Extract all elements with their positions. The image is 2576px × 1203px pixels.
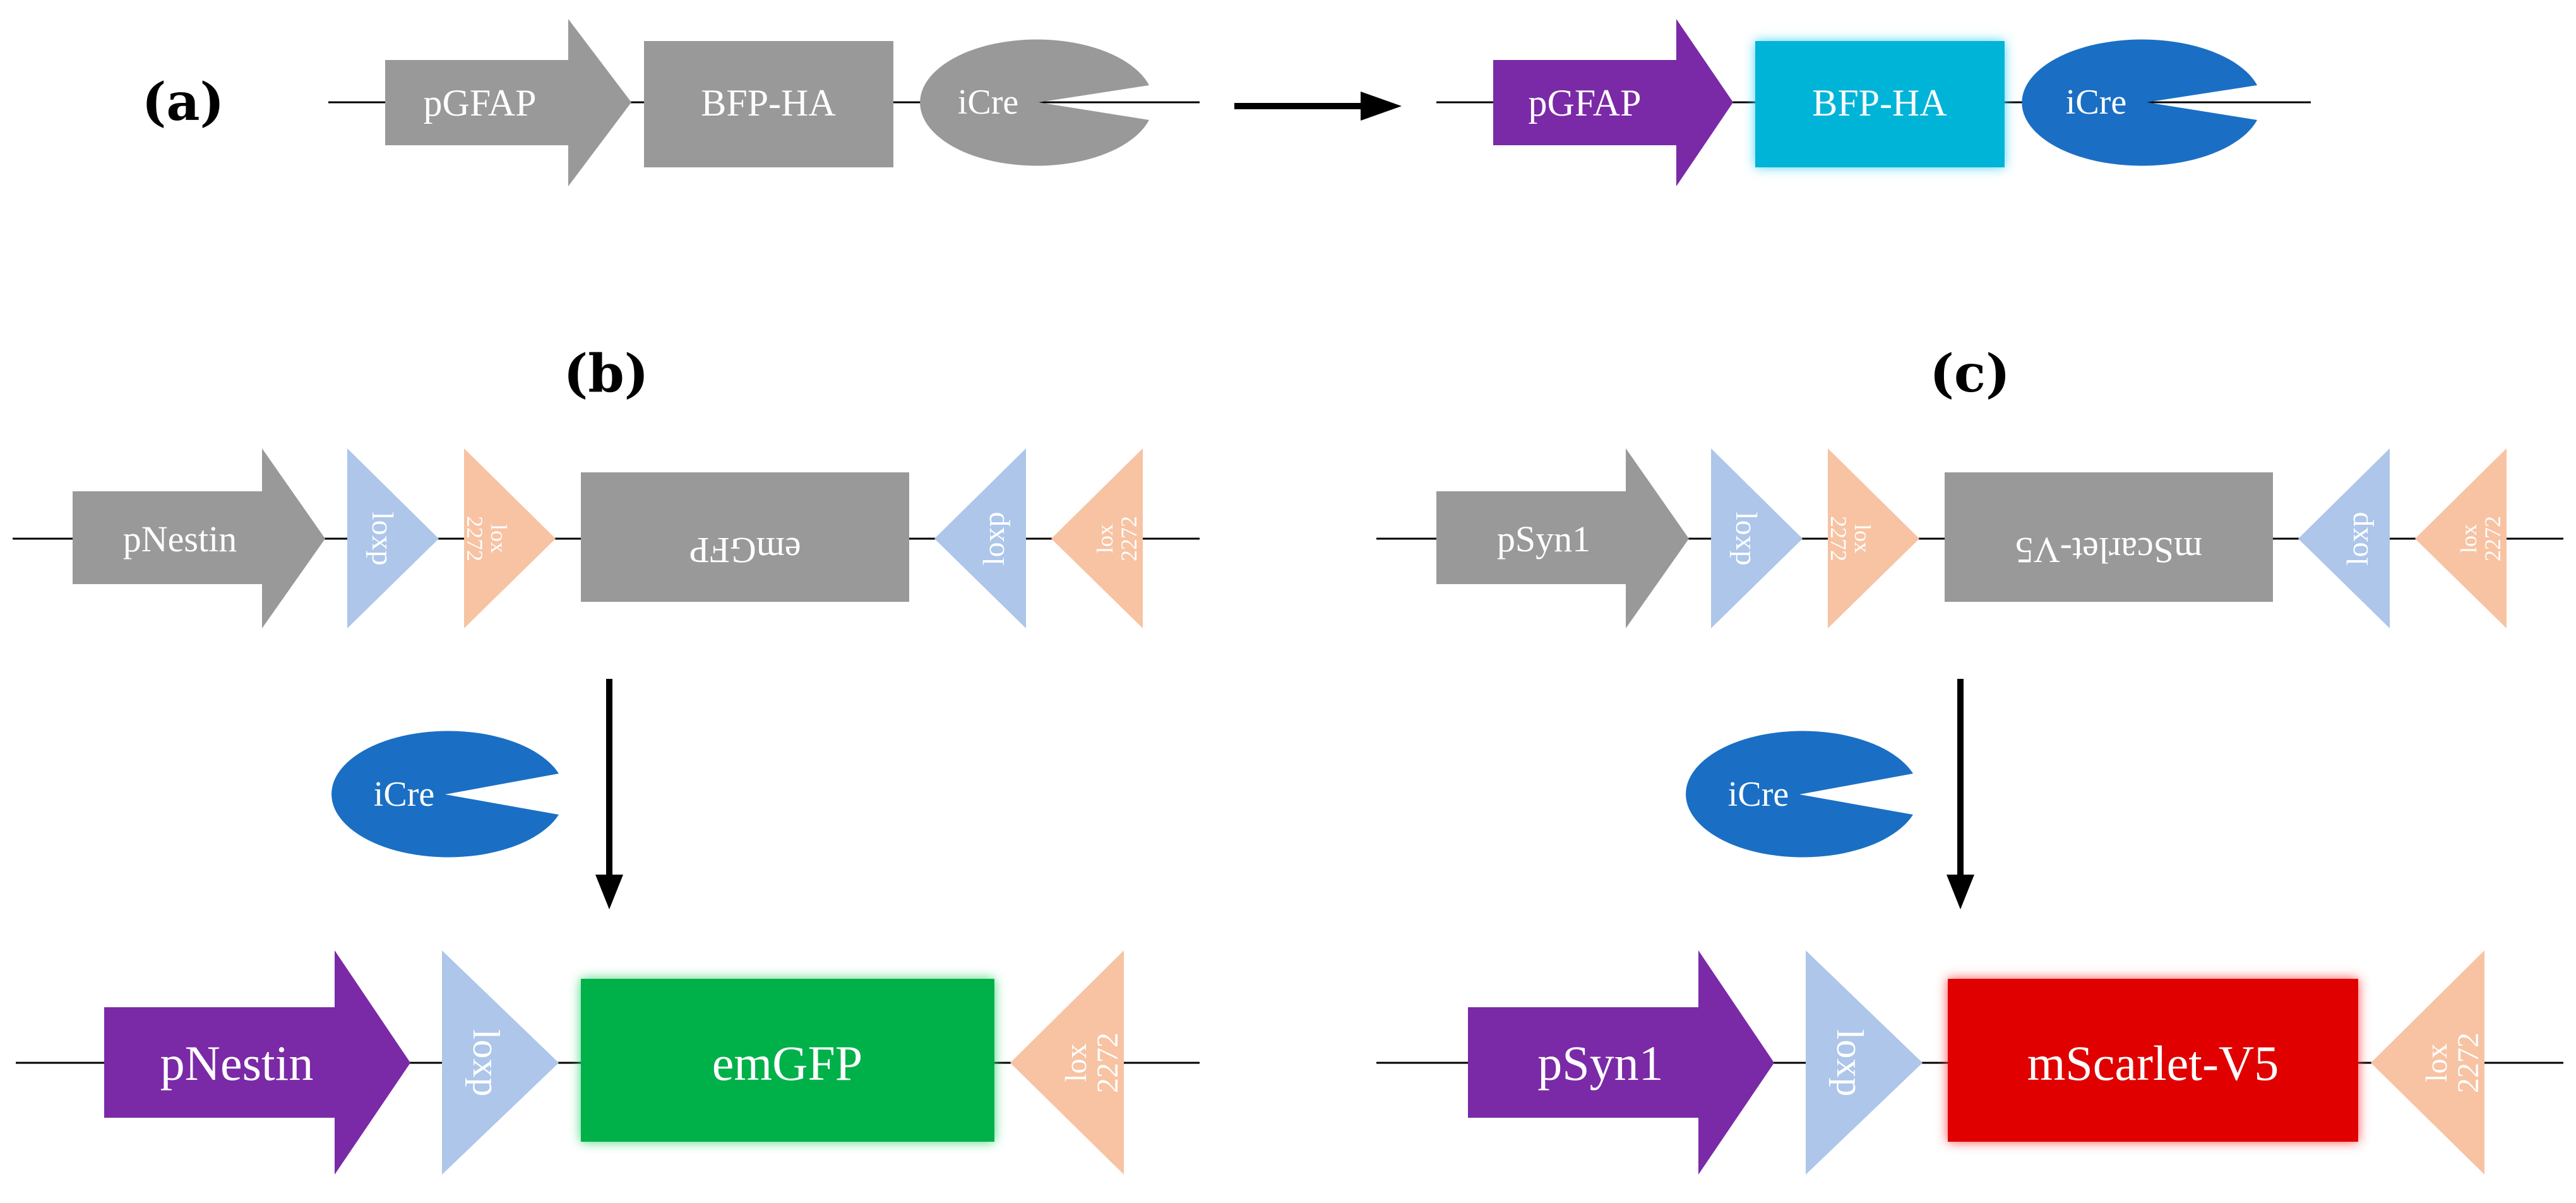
gene-box-mscarlet-active	[1948, 979, 2358, 1142]
lox2272-label: lox2272	[1059, 1032, 1124, 1093]
gene-label: BFP-HA	[1812, 82, 1947, 124]
lox2272-label: lox2272	[1826, 516, 1875, 561]
lox2272-label: lox2272	[462, 516, 511, 561]
transition-arrow-head	[1361, 92, 1402, 121]
loxp-site	[347, 448, 439, 628]
lox2272-label: lox2272	[2456, 516, 2505, 561]
gene-label: emGFP	[712, 1036, 862, 1091]
cre-shape-inactive	[920, 39, 1149, 166]
cre-shape	[331, 731, 559, 858]
promoter-label: pSyn1	[1497, 518, 1590, 560]
lox2272-site-reverse	[2415, 448, 2507, 628]
lox2272-site	[1828, 448, 1919, 628]
gene-box-mscarlet-inverted	[1945, 472, 2273, 602]
promoter-label: pGFAP	[1529, 82, 1642, 124]
loxp-label: loxp	[2341, 512, 2375, 565]
panel-a-label: (a)	[142, 72, 225, 133]
cre-shape	[1686, 731, 1913, 858]
loxp-site	[1806, 950, 1923, 1175]
gene-label-inverted: mScarlet-V5	[2015, 530, 2202, 571]
gene-label-inverted: emGFP	[689, 530, 801, 571]
loxp-label: loxp	[1829, 1029, 1871, 1097]
promoter-arrow-psyn1-inactive	[1436, 448, 1689, 628]
promoter-arrow-psyn1-active	[1468, 950, 1774, 1175]
lox2272-site	[464, 448, 556, 628]
panel-b-label: (b)	[564, 344, 649, 404]
lox2272-label: lox2272	[2420, 1032, 2485, 1093]
loxp-site-reverse	[2298, 448, 2390, 628]
promoter-arrow-pnestin-active	[104, 950, 410, 1175]
cre-shape-active	[2022, 39, 2257, 166]
gene-label: mScarlet-V5	[2027, 1036, 2279, 1091]
loxp-label: loxp	[465, 1029, 507, 1097]
recombination-arrow-head	[1947, 875, 1974, 909]
promoter-label: pNestin	[123, 518, 237, 560]
gene-box-bfp-inactive	[644, 41, 893, 167]
promoter-arrow-pgfap-inactive	[385, 19, 631, 186]
promoter-label: pSyn1	[1537, 1036, 1663, 1091]
lox2272-site-reverse	[1051, 448, 1143, 628]
promoter-label: pNestin	[160, 1036, 314, 1091]
promoter-arrow-pnestin-inactive	[73, 448, 325, 628]
loxp-label: loxp	[977, 512, 1011, 565]
gene-label: BFP-HA	[701, 82, 835, 124]
gene-box-bfp-active	[1755, 41, 2005, 167]
gene-box-emgfp-active	[581, 979, 994, 1142]
cre-label: iCre	[374, 775, 434, 814]
loxp-label: loxp	[366, 512, 399, 565]
recombination-arrow-head	[595, 875, 623, 909]
gene-box-emgfp-inverted	[581, 472, 909, 602]
lox2272-label: lox2272	[1092, 516, 1142, 561]
loxp-label: loxp	[1729, 512, 1763, 565]
loxp-site	[1711, 448, 1803, 628]
promoter-label: pGFAP	[424, 82, 537, 124]
cre-label: iCre	[2066, 83, 2126, 122]
lox2272-site-reverse	[2371, 950, 2484, 1175]
cre-label: iCre	[958, 83, 1018, 122]
loxp-site	[442, 950, 559, 1175]
loxp-site-reverse	[934, 448, 1026, 628]
lox2272-site-reverse	[1010, 950, 1124, 1175]
cre-label: iCre	[1728, 775, 1789, 814]
promoter-arrow-pgfap-active	[1493, 19, 1733, 186]
panel-c-label: (c)	[1929, 344, 2010, 404]
